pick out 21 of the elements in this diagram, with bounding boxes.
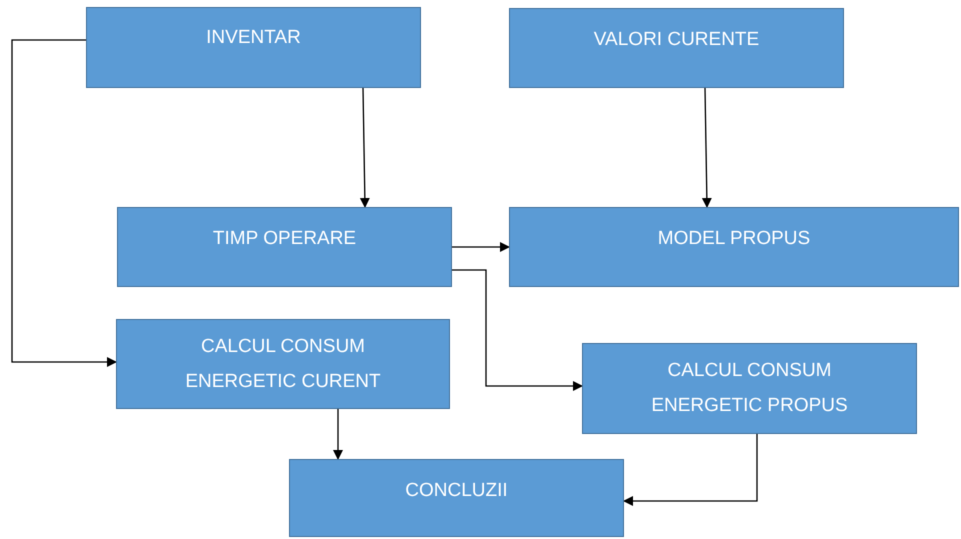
box-label: INVENTAR (206, 26, 301, 50)
process-box (289, 459, 624, 537)
arrow (702, 88, 712, 208)
arrow (333, 409, 343, 460)
arrow (11, 39, 117, 367)
arrow (452, 242, 510, 252)
box-label: VALORI CURENTE (594, 28, 760, 52)
box-label: CALCUL CONSUM ENERGETIC PROPUS (650, 359, 849, 418)
process-box (86, 7, 421, 88)
box-label: CALCUL CONSUM ENERGETIC CURENT (184, 335, 382, 394)
box-label: CONCLUZII (405, 479, 508, 503)
arrow (623, 434, 758, 506)
process-box (582, 343, 917, 434)
process-box (117, 207, 452, 287)
arrow (452, 269, 583, 391)
process-box (116, 319, 450, 409)
box-label: MODEL PROPUS (658, 227, 810, 251)
process-box (509, 8, 844, 88)
process-box (509, 207, 959, 287)
box-label: TIMP OPERARE (212, 227, 356, 251)
arrow (360, 88, 370, 208)
